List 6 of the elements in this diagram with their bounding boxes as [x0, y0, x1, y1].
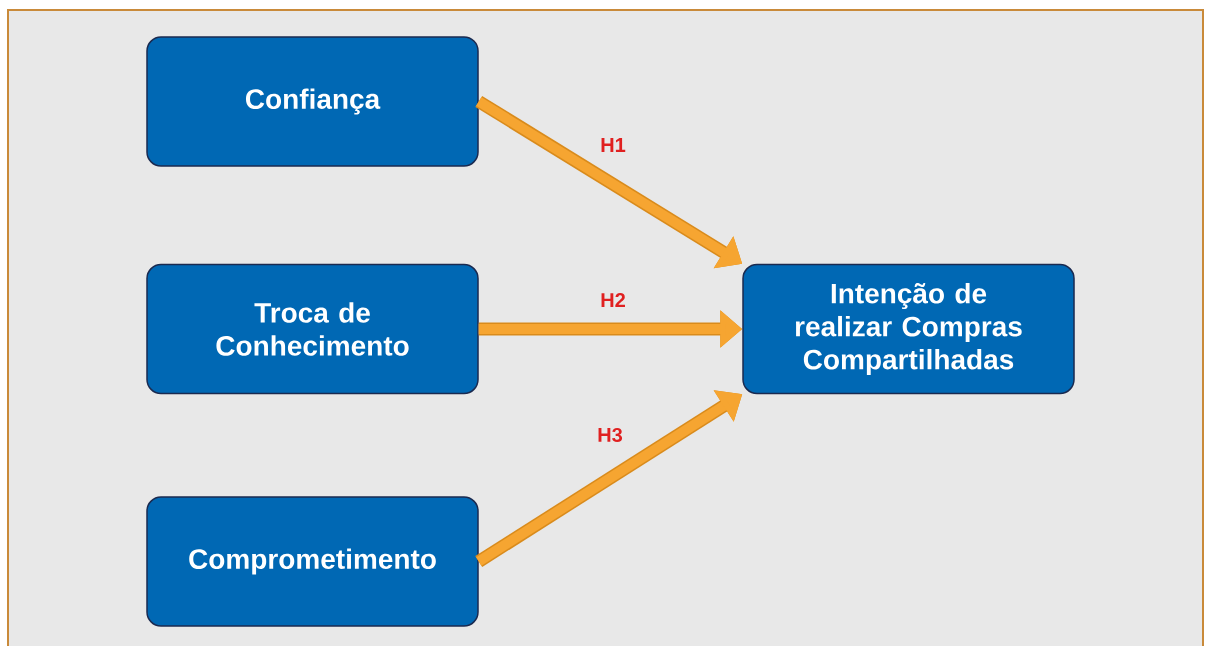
concept-box: Confiança — [146, 36, 479, 167]
concept-box: Troca de Conhecimento — [146, 263, 479, 395]
concept-box: Comprometimento — [146, 496, 479, 627]
edge-label: H1 — [598, 136, 628, 154]
edge-label: H2 — [598, 291, 628, 309]
concept-box: Intenção de realizar Compras Compartilhadas — [742, 263, 1075, 395]
